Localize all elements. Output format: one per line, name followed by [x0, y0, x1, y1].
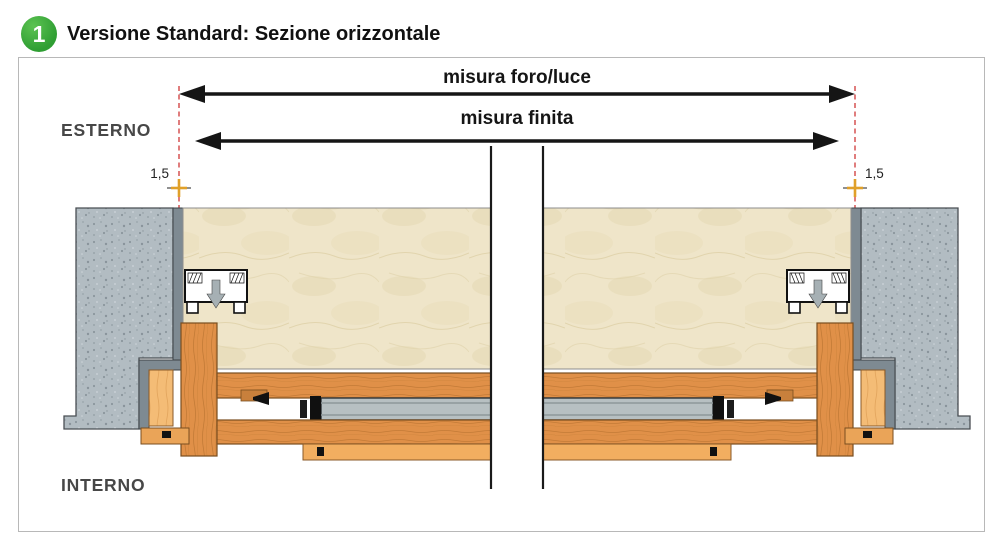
arrow-left-icon [179, 85, 205, 103]
door-bottom-casing [216, 419, 492, 445]
step-badge: 1 [21, 16, 57, 52]
offset-cross-marker-icon [167, 179, 191, 197]
arrow-down-icon [206, 279, 226, 309]
sill-detail [317, 447, 324, 456]
arrow-right-icon [829, 85, 855, 103]
offset-value-left: 1,5 [150, 166, 169, 181]
arrow-right-icon [813, 132, 839, 150]
dimension-label-finita: misura finita [461, 108, 574, 129]
interno-label: INTERNO [61, 475, 145, 495]
dimension-foro-luce: misura foro/luce [179, 67, 855, 103]
dimension-label-foro-luce: misura foro/luce [443, 67, 591, 88]
arrow-left-icon [195, 132, 221, 150]
esterno-label: ESTERNO [61, 120, 151, 140]
diagram-frame: misura foro/luce misura finita ESTERNO I… [18, 57, 985, 532]
right-half-mirrored [541, 84, 972, 491]
sill-strip [302, 443, 492, 461]
panel-gasket [300, 400, 307, 418]
aluminum-track-profile-icon [184, 269, 248, 314]
wood-stud [148, 369, 174, 427]
dimension-finita: misura finita [195, 108, 839, 150]
jamb-base-detail [162, 431, 171, 438]
panel-end-cap [310, 396, 321, 422]
brush-seal-icon [253, 392, 269, 405]
section-diagram: misura foro/luce misura finita ESTERNO I… [61, 67, 972, 495]
door-panel [300, 396, 492, 422]
offset-value-right: 1,5 [865, 166, 884, 181]
left-half [63, 86, 493, 489]
page-title: Versione Standard: Sezione orizzontale [67, 23, 441, 45]
